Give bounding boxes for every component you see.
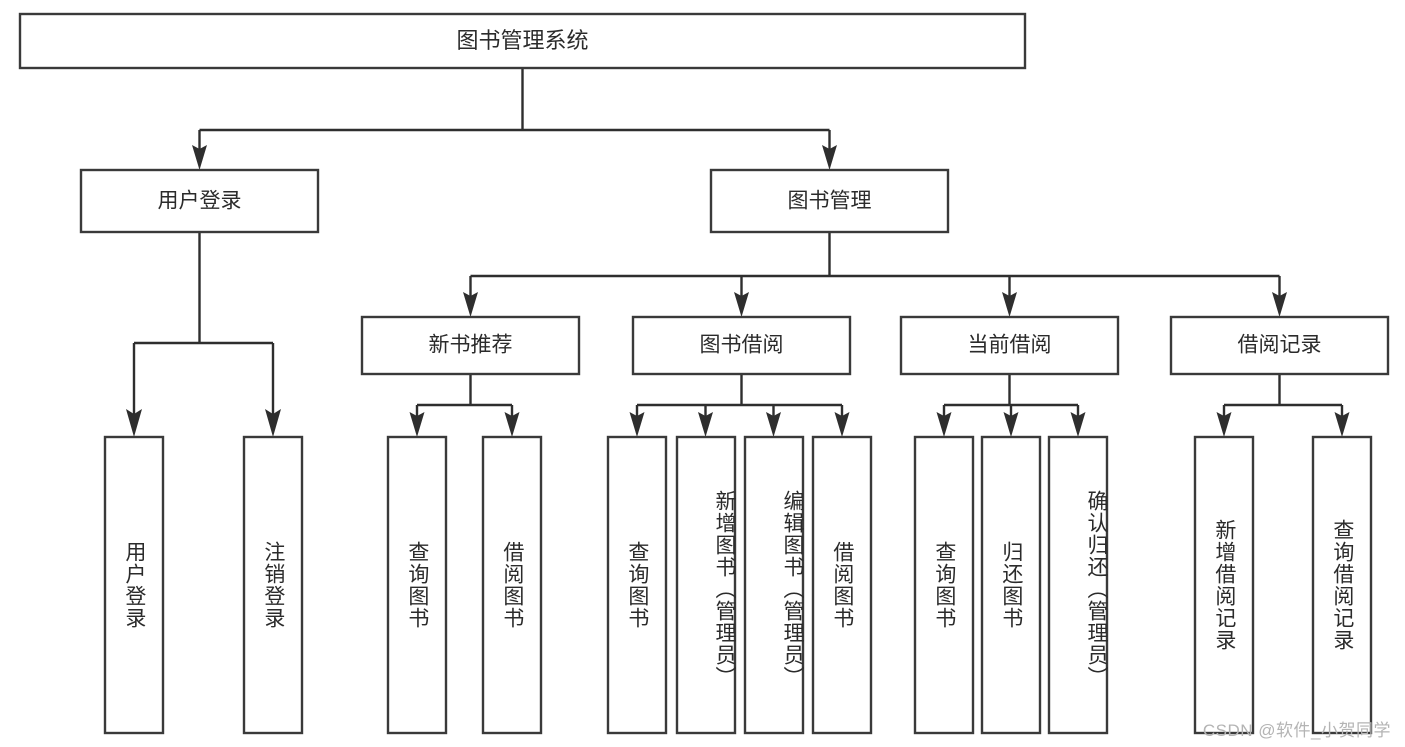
node-new-book-recommend-box[interactable]	[360, 315, 581, 376]
leaf-box-query-book-new[interactable]	[386, 435, 448, 735]
node-current-borrow-box[interactable]	[899, 315, 1120, 376]
node-root[interactable]: 图书管理系统	[18, 12, 1027, 70]
leaf-box-user-login[interactable]	[103, 435, 165, 735]
leaf-box-query-book-current[interactable]	[913, 435, 975, 735]
leaf-box-query-borrow-record[interactable]	[1311, 435, 1373, 735]
connector-book-mgmt-to-level3	[463, 232, 1287, 317]
node-new-book-recommend[interactable]: 新书推荐	[360, 315, 581, 376]
node-user-login[interactable]: 用户登录	[79, 168, 320, 234]
node-book-management[interactable]: 图书管理	[709, 168, 950, 234]
node-current-borrow[interactable]: 当前借阅	[899, 315, 1120, 376]
node-root-label: 图书管理系统	[456, 28, 588, 53]
node-borrow-record[interactable]: 借阅记录	[1169, 315, 1390, 376]
connector-current-borrow-to-leaves	[936, 374, 1086, 437]
node-book-management-label: 图书管理	[788, 190, 872, 213]
connector-root-to-level2	[192, 68, 837, 170]
connector-newbook-to-leaves	[409, 374, 520, 437]
leaf-box-logout[interactable]	[242, 435, 304, 735]
node-book-management-box[interactable]	[709, 168, 950, 234]
leaf-box-confirm-return-admin[interactable]	[1047, 435, 1109, 735]
leaf-box-edit-book-admin[interactable]	[743, 435, 805, 735]
node-current-borrow-label: 当前借阅	[968, 334, 1052, 357]
leaf-box-add-borrow-record[interactable]	[1193, 435, 1255, 735]
csdn-watermark: CSDN @软件_小贺同学	[1202, 721, 1391, 740]
leaf-box-add-book-admin[interactable]	[675, 435, 737, 735]
leaf-box-borrow-book-new[interactable]	[481, 435, 543, 735]
leaf-box-borrow-book[interactable]	[811, 435, 873, 735]
leaf-box-query-book-borrow[interactable]	[606, 435, 668, 735]
connector-borrow-to-leaves	[629, 374, 850, 437]
connector-user-login-to-leaves	[126, 232, 281, 437]
leaf-box-return-book[interactable]	[980, 435, 1042, 735]
node-user-login-label: 用户登录	[158, 190, 242, 213]
node-new-book-recommend-label: 新书推荐	[429, 334, 513, 357]
node-borrow-record-label: 借阅记录	[1238, 334, 1322, 357]
node-user-login-box[interactable]	[79, 168, 320, 234]
node-book-borrow-box[interactable]	[631, 315, 852, 376]
connector-borrow-record-to-leaves	[1216, 374, 1350, 437]
node-root-box[interactable]	[18, 12, 1027, 70]
node-borrow-record-box[interactable]	[1169, 315, 1390, 376]
node-book-borrow-label: 图书借阅	[700, 334, 784, 357]
node-book-borrow[interactable]: 图书借阅	[631, 315, 852, 376]
